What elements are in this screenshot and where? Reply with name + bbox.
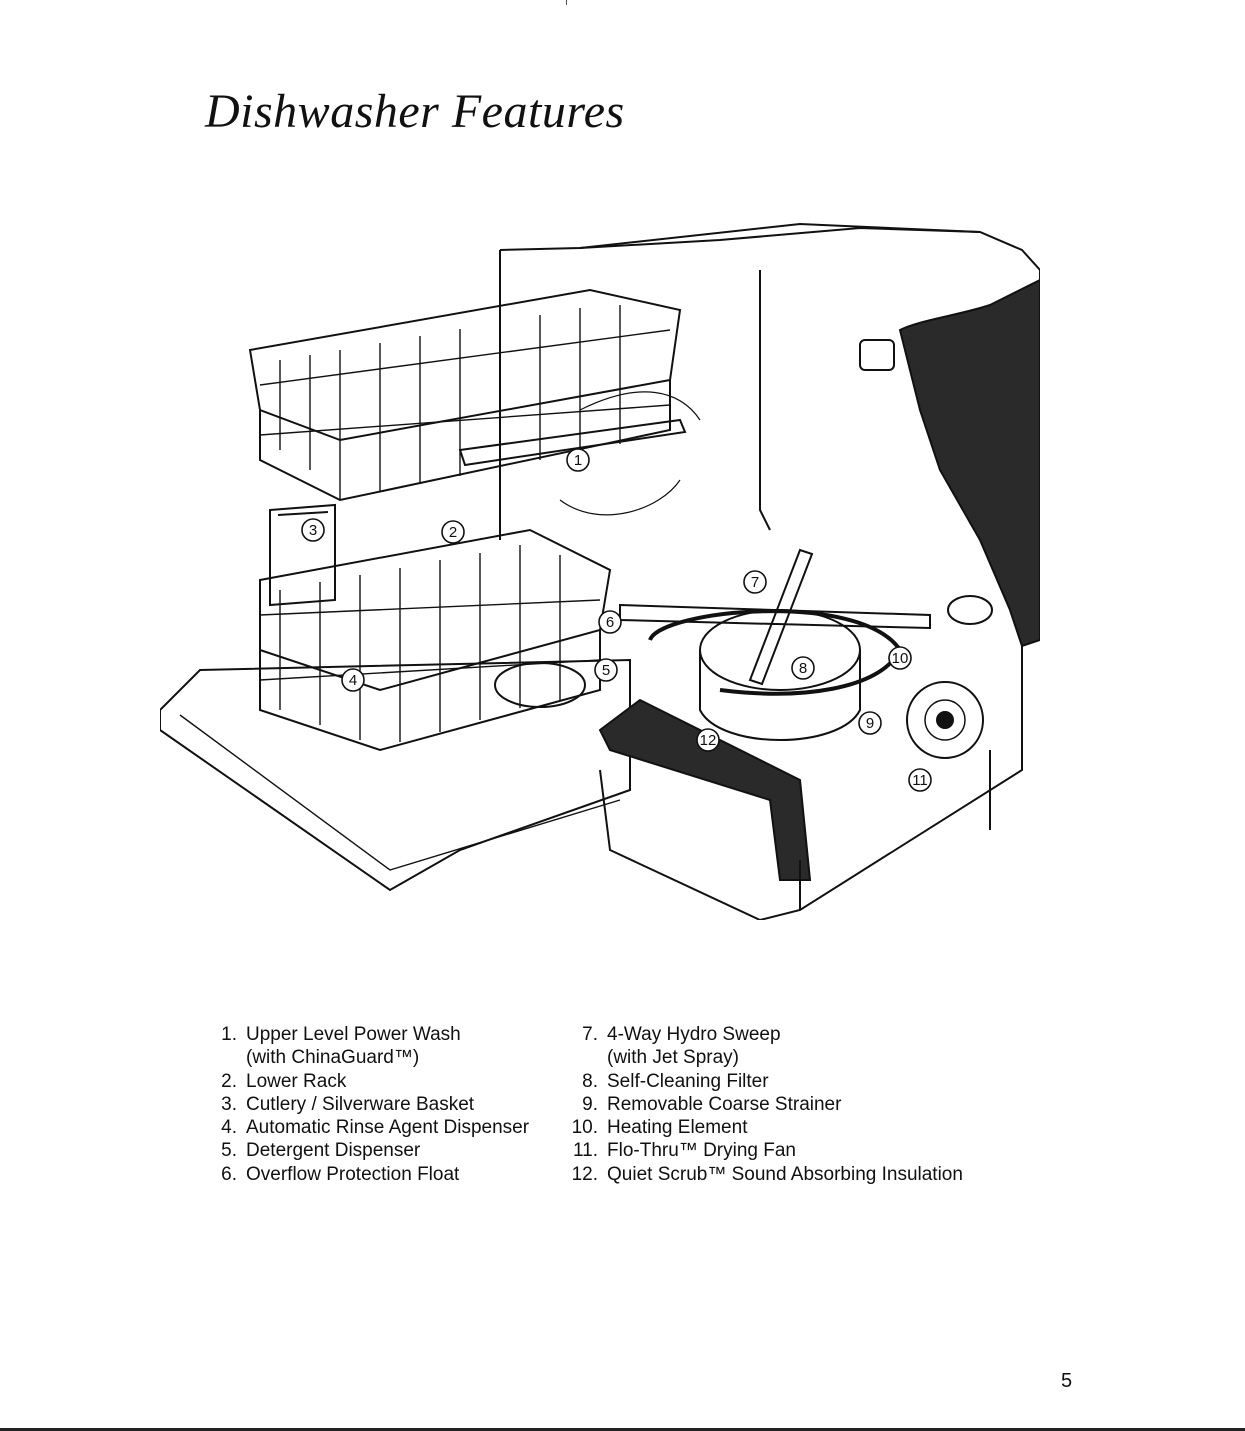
upper-spray-arm bbox=[458, 418, 687, 467]
dishwasher-cutaway-diagram: 1 2 3 4 5 6 7 8 9 10 11 12 bbox=[160, 210, 1040, 920]
list-item: 2.Lower Rack bbox=[221, 1070, 347, 1092]
filter-housing bbox=[699, 609, 861, 691]
list-item: 11.Flo-Thru™ Drying Fan bbox=[572, 1140, 796, 1162]
list-item: 10.Heating Element bbox=[571, 1117, 748, 1139]
page-number: 5 bbox=[1061, 1370, 1073, 1392]
hinge-bracket bbox=[859, 339, 895, 371]
open-door bbox=[160, 658, 631, 892]
cabinet-top-edge bbox=[579, 222, 981, 249]
list-item: 1.Upper Level Power Wash(with ChinaGuard… bbox=[221, 1024, 461, 1069]
insulation-blanket bbox=[898, 278, 1040, 648]
upper-rack bbox=[248, 288, 682, 502]
list-item: 3.Cutlery / Silverware Basket bbox=[221, 1093, 475, 1115]
callout-markers: 1 2 3 4 5 6 7 8 9 10 11 12 bbox=[301, 448, 932, 792]
list-item: 9.Removable Coarse Strainer bbox=[582, 1093, 842, 1115]
top-scan-mark bbox=[566, 0, 567, 5]
page-title: Dishwasher Features bbox=[205, 85, 625, 138]
overflow-float bbox=[947, 595, 993, 625]
cabinet-legs bbox=[799, 750, 991, 910]
list-item: 7.4-Way Hydro Sweep(with Jet Spray) bbox=[582, 1024, 781, 1069]
list-item: 4.Automatic Rinse Agent Dispenser bbox=[221, 1117, 530, 1139]
cabinet-outline bbox=[499, 226, 1040, 920]
bottom-rule bbox=[0, 1428, 1245, 1431]
heating-element bbox=[648, 609, 903, 696]
drying-fan bbox=[906, 681, 984, 759]
base-insulation bbox=[598, 698, 812, 881]
callout-6: 6 bbox=[606, 614, 614, 631]
features-list-left: 1.Upper Level Power Wash(with ChinaGuard… bbox=[205, 1023, 529, 1186]
detergent-dispenser bbox=[494, 662, 586, 708]
callout-5: 5 bbox=[602, 662, 610, 679]
callout-10: 10 bbox=[892, 650, 909, 667]
list-item: 6.Overflow Protection Float bbox=[221, 1163, 460, 1185]
callout-8: 8 bbox=[799, 660, 807, 677]
silverware-basket bbox=[269, 503, 336, 607]
callout-12: 12 bbox=[700, 732, 717, 749]
lower-spray-arm bbox=[619, 548, 931, 686]
lower-rack bbox=[259, 528, 612, 752]
list-item: 12.Quiet Scrub™ Sound Absorbing Insulati… bbox=[571, 1163, 963, 1185]
features-list-right: 7.4-Way Hydro Sweep(with Jet Spray) 8.Se… bbox=[566, 1023, 963, 1186]
callout-1: 1 bbox=[574, 452, 582, 469]
list-item: 5.Detergent Dispenser bbox=[221, 1140, 421, 1162]
list-item: 8.Self-Cleaning Filter bbox=[582, 1070, 769, 1092]
spray-fan-lines bbox=[559, 391, 701, 516]
callout-2: 2 bbox=[449, 524, 457, 541]
callout-7: 7 bbox=[751, 574, 759, 591]
pump-body bbox=[699, 650, 861, 741]
callout-9: 9 bbox=[866, 715, 874, 732]
callout-4: 4 bbox=[349, 672, 357, 689]
door-panel-edge bbox=[179, 714, 621, 871]
callout-3: 3 bbox=[309, 522, 317, 539]
callout-11: 11 bbox=[912, 772, 928, 789]
